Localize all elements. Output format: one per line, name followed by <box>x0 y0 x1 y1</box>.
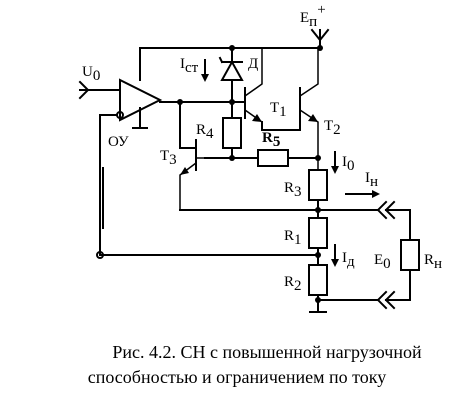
feedback-node <box>96 251 104 259</box>
r1-label: R1 <box>284 228 302 248</box>
zener-diode <box>218 47 244 103</box>
r5-label: R5 <box>262 130 280 150</box>
e0-label: E0 <box>374 252 391 272</box>
t1-label: T1 <box>270 100 287 120</box>
opamp <box>119 78 163 129</box>
current-arrow-head <box>331 166 339 174</box>
load-current-arrow-head <box>372 190 380 198</box>
diode-label: Д <box>248 56 258 72</box>
caption-line-2: способностью и ограничением по току <box>87 367 387 387</box>
resistor-r2 <box>308 264 328 296</box>
resistor-r1 <box>308 217 328 249</box>
r2-label: R2 <box>284 274 302 294</box>
current-arrow-head <box>331 259 339 267</box>
r3-label: R3 <box>284 180 302 200</box>
opamp-label: ОУ <box>108 134 129 150</box>
resistor-r4 <box>222 117 242 149</box>
output-connector <box>376 200 411 241</box>
r-load-label: Rн <box>424 252 442 272</box>
figure-caption: Рис. 4.2. СН с повышенной нагрузочной сп… <box>0 340 474 390</box>
caption-line-1: Рис. 4.2. СН с повышенной нагрузочной <box>112 342 422 362</box>
i0-label: I0 <box>342 154 355 174</box>
return-connector <box>376 269 411 310</box>
t2-label: T2 <box>324 118 341 138</box>
current-arrow-head <box>201 74 209 82</box>
circuit-schematic: Eп+ U0 ОУ Iст Д T1 T2 T3 R4 R5 I0 Iн R3 … <box>78 2 442 313</box>
resistor-load <box>400 239 420 271</box>
feedback-wire <box>99 114 319 256</box>
i-st-label: Iст <box>180 56 199 76</box>
resistor-r3 <box>308 169 328 201</box>
transistor-t2 <box>299 48 319 170</box>
r4-label: R4 <box>196 122 214 142</box>
transistor-t1 <box>244 48 263 123</box>
supply-label: Eп+ <box>300 2 326 30</box>
i-load-label: Iн <box>365 170 378 190</box>
input-label: U0 <box>82 64 100 84</box>
transistor-t3 <box>179 101 205 210</box>
i-div-label: Iд <box>342 250 355 270</box>
resistor-r5 <box>257 149 289 167</box>
t3-label: T3 <box>160 148 177 168</box>
input-terminal <box>78 80 121 100</box>
